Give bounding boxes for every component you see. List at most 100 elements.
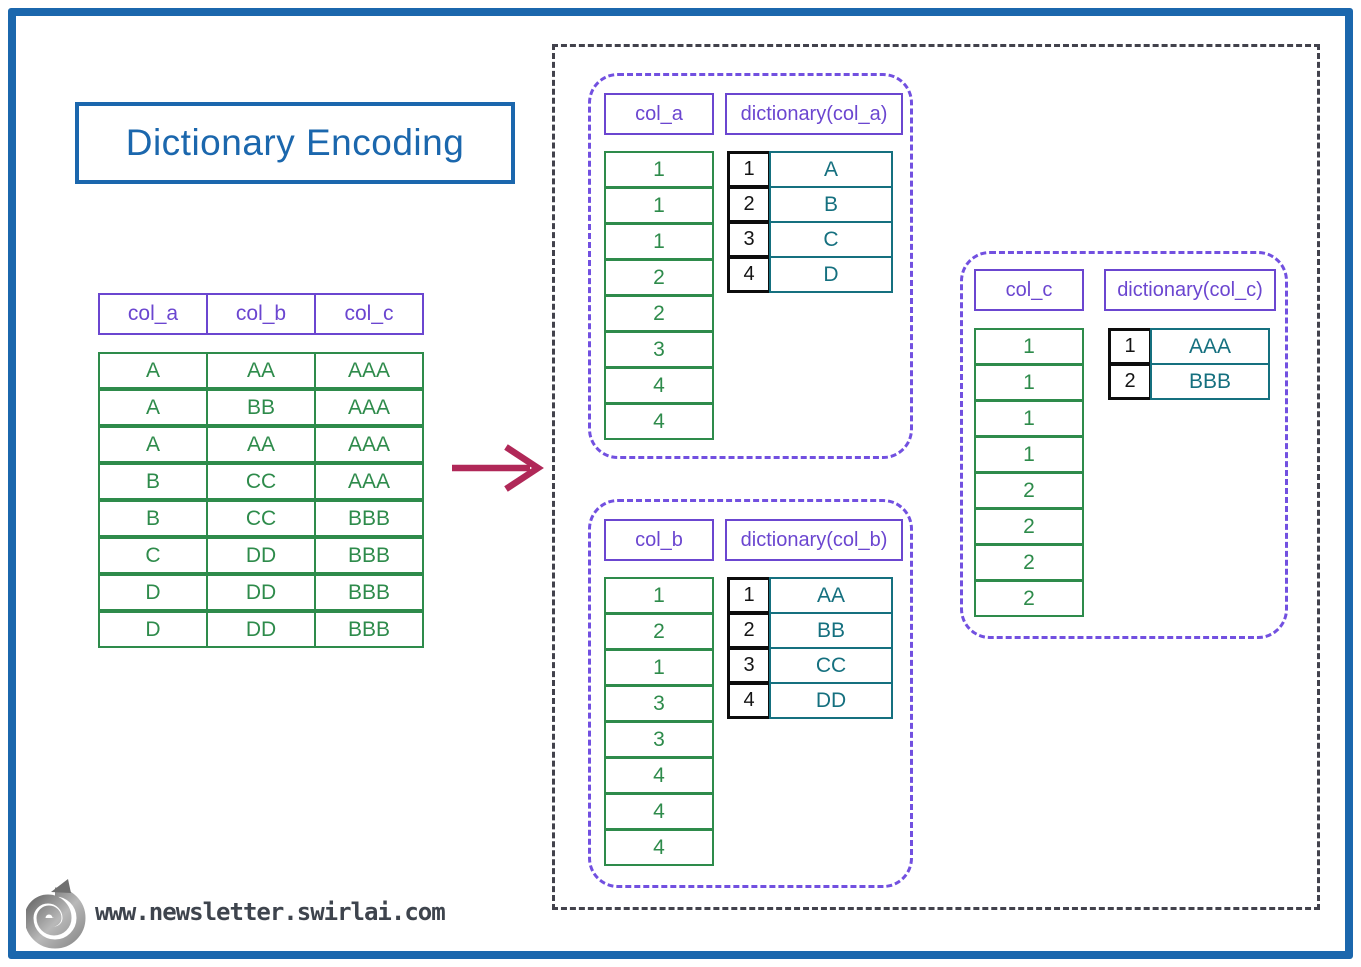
dictionary-value-cell: BBB (1150, 363, 1270, 400)
dictionary-col-c-header: dictionary(col_c) (1104, 269, 1276, 311)
encoded-value-cell: 1 (604, 577, 714, 614)
swirl-icon (26, 879, 86, 949)
table-cell: B (98, 500, 208, 537)
dictionary-value-cell: A (769, 151, 893, 188)
dictionary-key-cell: 2 (727, 612, 771, 649)
table-cell: AAA (314, 352, 424, 389)
encoded-value-cell: 2 (974, 580, 1084, 617)
encoded-value-cell: 1 (604, 223, 714, 260)
table-cell: BBB (314, 537, 424, 574)
encoded-value-cell: 2 (604, 295, 714, 332)
encoded-value-cell: 4 (604, 403, 714, 440)
encoded-value-cell: 3 (604, 721, 714, 758)
transform-arrow-icon (452, 444, 544, 492)
dictionary-value-cell: AA (769, 577, 893, 614)
encoded-value-cell: 4 (604, 757, 714, 794)
dictionary-key-cell: 1 (727, 577, 771, 614)
table-cell: D (98, 574, 208, 611)
outer-frame (8, 8, 1353, 959)
encoded-value-cell: 2 (604, 259, 714, 296)
table-cell: AAA (314, 389, 424, 426)
encoded-value-cell: 1 (974, 328, 1084, 365)
encoded-value-cell: 1 (604, 649, 714, 686)
table-cell: AA (206, 352, 316, 389)
encoded-value-cell: 1 (604, 187, 714, 224)
footer-url: www.newsletter.swirlai.com (95, 898, 446, 926)
encoded-value-cell: 1 (604, 151, 714, 188)
table-cell: BBB (314, 611, 424, 648)
table-cell: A (98, 352, 208, 389)
dictionary-key-cell: 3 (727, 647, 771, 684)
encoded-value-cell: 1 (974, 400, 1084, 437)
dictionary-value-cell: C (769, 221, 893, 258)
table-cell: DD (206, 611, 316, 648)
table-cell: AAA (314, 426, 424, 463)
encoded-value-cell: 2 (604, 613, 714, 650)
table-cell: BB (206, 389, 316, 426)
dictionary-key-cell: 1 (1108, 328, 1152, 365)
page-title: Dictionary Encoding (125, 122, 465, 163)
source-column-header-col_c: col_c (314, 293, 424, 335)
table-cell: BBB (314, 500, 424, 537)
table-cell: CC (206, 463, 316, 500)
source-column-header-col_a: col_a (98, 293, 208, 335)
col-b-header: col_b (604, 519, 714, 561)
dictionary-key-cell: 2 (727, 186, 771, 223)
table-cell: A (98, 389, 208, 426)
table-cell: DD (206, 537, 316, 574)
dictionary-value-cell: AAA (1150, 328, 1270, 365)
title-box: Dictionary Encoding (75, 102, 515, 184)
table-cell: D (98, 611, 208, 648)
encoded-value-cell: 4 (604, 793, 714, 830)
dictionary-value-cell: B (769, 186, 893, 223)
dictionary-value-cell: D (769, 256, 893, 293)
table-cell: CC (206, 500, 316, 537)
dictionary-col-b-header: dictionary(col_b) (725, 519, 903, 561)
encoded-value-cell: 2 (974, 472, 1084, 509)
dictionary-key-cell: 4 (727, 682, 771, 719)
table-cell: AA (206, 426, 316, 463)
dictionary-col-a-header: dictionary(col_a) (725, 93, 903, 135)
dictionary-key-cell: 2 (1108, 363, 1152, 400)
table-cell: A (98, 426, 208, 463)
encoded-value-cell: 4 (604, 367, 714, 404)
encoded-value-cell: 2 (974, 508, 1084, 545)
dictionary-key-cell: 1 (727, 151, 771, 188)
col-a-header: col_a (604, 93, 714, 135)
table-cell: C (98, 537, 208, 574)
table-cell: DD (206, 574, 316, 611)
table-cell: B (98, 463, 208, 500)
table-cell: AAA (314, 463, 424, 500)
dictionary-value-cell: BB (769, 612, 893, 649)
dictionary-value-cell: DD (769, 682, 893, 719)
encoded-value-cell: 2 (974, 544, 1084, 581)
source-column-header-col_b: col_b (206, 293, 316, 335)
